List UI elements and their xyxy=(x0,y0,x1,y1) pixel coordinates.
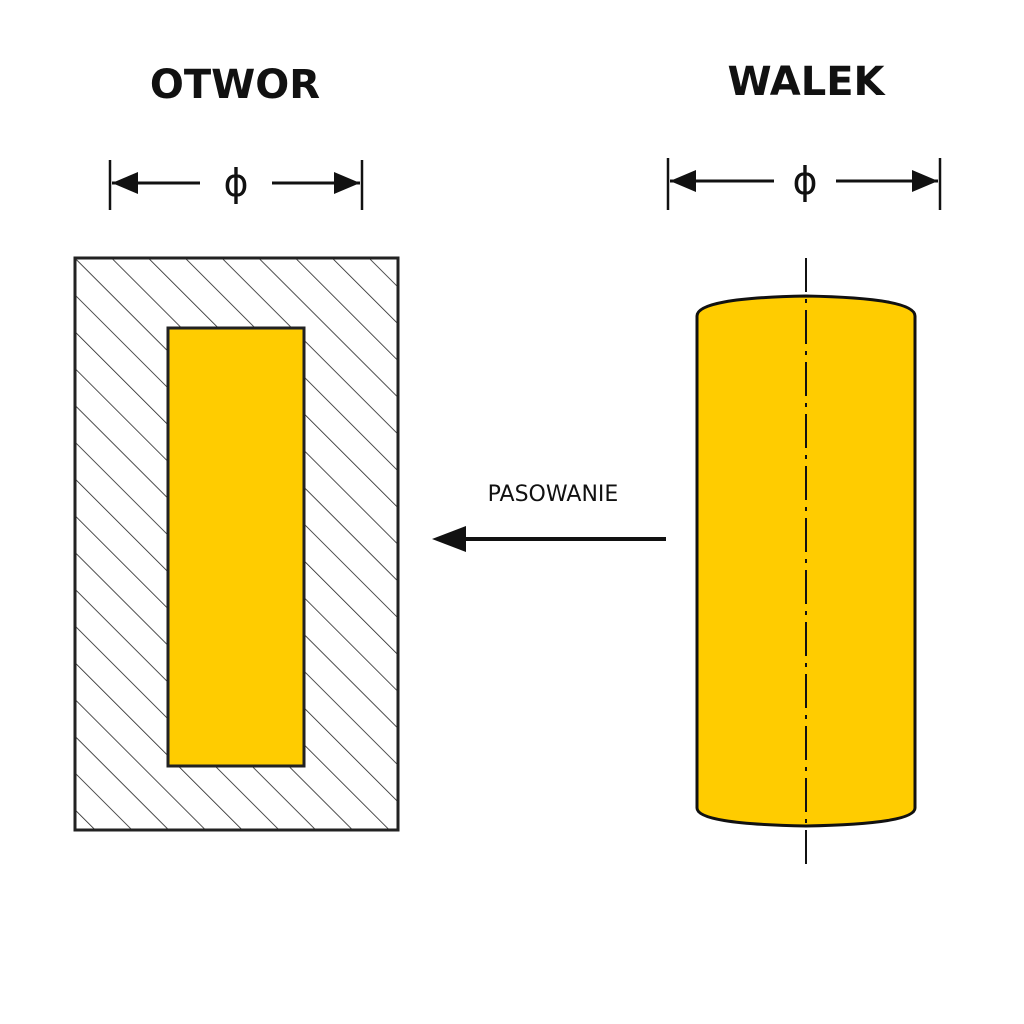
hole-group: OTWOR ϕ xyxy=(73,62,400,832)
fit-label: PASOWANIE xyxy=(488,482,619,507)
shaft-dim-arrowhead-left xyxy=(670,170,696,192)
fit-arrow-head xyxy=(432,526,466,552)
hole-dim-arrowhead-left xyxy=(112,172,138,194)
hole-dimension: ϕ xyxy=(108,160,364,210)
shaft-diameter-symbol: ϕ xyxy=(792,159,817,203)
shaft-dim-arrowhead-right xyxy=(912,170,938,192)
hole-diameter-symbol: ϕ xyxy=(223,161,248,205)
fit-indicator: PASOWANIE xyxy=(432,482,666,552)
hole-bore xyxy=(166,326,306,768)
shaft-dimension: ϕ xyxy=(666,158,942,210)
hole-dim-arrowhead-right xyxy=(334,172,360,194)
shaft-title: WALEK xyxy=(727,59,886,105)
shaft-group: WALEK ϕ xyxy=(666,59,942,866)
hole-title: OTWOR xyxy=(150,62,320,108)
